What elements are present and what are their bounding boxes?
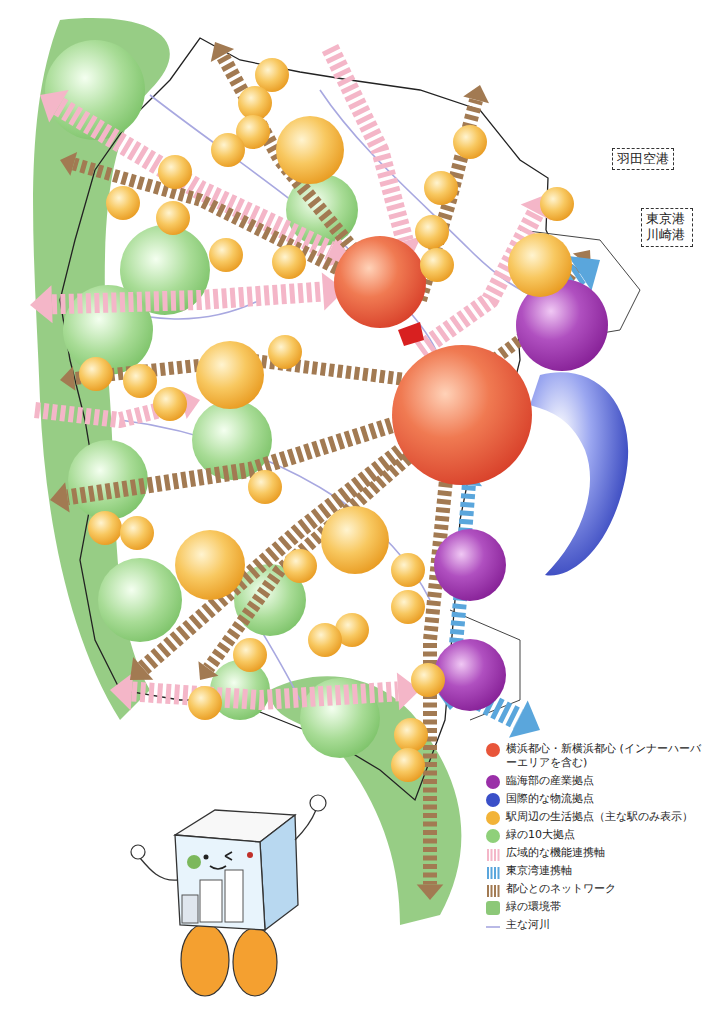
station-hub — [391, 553, 425, 587]
station-hub — [238, 86, 272, 120]
station-hub — [283, 549, 317, 583]
station-hub — [156, 201, 190, 235]
axis-arrowhead — [110, 673, 133, 711]
station-hub — [120, 516, 154, 550]
station-hub — [188, 686, 222, 720]
axis-arrowhead — [60, 366, 76, 391]
legend-text: 広域的な機能連携軸 — [506, 846, 704, 860]
axis-band — [52, 292, 323, 305]
legend-row: 主な河川 — [486, 918, 712, 933]
legend-swatch — [486, 829, 500, 843]
station-hub — [88, 511, 122, 545]
industrial-hub — [434, 639, 506, 711]
station-hub — [415, 215, 449, 249]
green-hub — [45, 40, 145, 140]
legend: 横浜都心・新横浜都心 (インナーハーバーエリアを含む) 臨海部の産業拠点国際的な物… — [486, 742, 712, 936]
station-hub — [394, 718, 428, 752]
station-hub — [540, 187, 574, 221]
city-centre-hub — [334, 236, 426, 328]
legend-text: 臨海部の産業拠点 — [506, 774, 704, 788]
axis-band — [222, 55, 370, 270]
legend-text: 緑の10大拠点 — [506, 828, 704, 842]
station-hub — [196, 341, 264, 409]
legend-symbol — [486, 883, 500, 897]
legend-text: 東京湾連携軸 — [506, 864, 704, 878]
station-hub — [424, 171, 458, 205]
legend-text: 駅周辺の生活拠点（主な駅のみ表示） — [506, 810, 704, 824]
station-hub — [272, 245, 306, 279]
axis-arrowhead — [50, 482, 70, 512]
station-hub — [209, 238, 243, 272]
axis-band — [143, 420, 440, 668]
station-hub — [175, 530, 245, 600]
legend-row: 国際的な物流拠点 — [486, 792, 712, 807]
station-hub — [248, 470, 282, 504]
place-name: 羽田空港 — [617, 151, 669, 167]
station-hub — [321, 506, 389, 574]
legend-text: 緑の環境帯 — [506, 900, 704, 914]
axis-band — [208, 430, 440, 668]
station-hub — [268, 335, 302, 369]
station-hub — [391, 590, 425, 624]
legend-row: 都心とのネットワーク — [486, 882, 712, 897]
legend-row: 広域的な機能連携軸 — [486, 846, 712, 861]
station-hub — [420, 248, 454, 282]
station-hub — [79, 357, 113, 391]
legend-symbol — [486, 847, 500, 861]
place-label-box: 羽田空港 — [612, 148, 674, 170]
legend-text: 国際的な物流拠点 — [506, 792, 704, 806]
station-hub — [211, 133, 245, 167]
legend-text: 主な河川 — [506, 918, 704, 932]
legend-symbol — [486, 919, 500, 933]
legend-row: 東京湾連携軸 — [486, 864, 712, 879]
legend-swatch — [486, 775, 500, 789]
station-hub — [123, 364, 157, 398]
station-hub — [453, 125, 487, 159]
legend-text: 都心とのネットワーク — [506, 882, 704, 896]
station-hub — [391, 748, 425, 782]
legend-row: 駅周辺の生活拠点（主な駅のみ表示） — [486, 810, 712, 825]
station-hub — [233, 638, 267, 672]
city-centre-hub — [392, 345, 532, 485]
legend-row: 緑の環境帯 — [486, 900, 712, 915]
green-hub — [98, 558, 182, 642]
legend-row: 緑の10大拠点 — [486, 828, 712, 843]
station-hub — [153, 387, 187, 421]
station-hub — [158, 155, 192, 189]
station-hub — [411, 663, 445, 697]
green-hub — [68, 440, 148, 520]
legend-swatch — [486, 901, 500, 915]
legend-swatch — [486, 743, 500, 757]
legend-row: 横浜都心・新横浜都心 (インナーハーバーエリアを含む) — [486, 742, 712, 771]
station-hub — [106, 186, 140, 220]
axis-arrowhead — [417, 885, 444, 900]
place-label-box: 東京港 川崎港 — [641, 208, 693, 247]
city-centre-link — [398, 322, 424, 346]
axis-arrowhead — [30, 285, 53, 323]
station-hub — [508, 233, 572, 297]
station-hub — [308, 623, 342, 657]
legend-row: 臨海部の産業拠点 — [486, 774, 712, 789]
axis-band — [132, 691, 398, 700]
legend-swatch — [486, 793, 500, 807]
legend-symbol — [486, 865, 500, 879]
station-hub — [276, 116, 344, 184]
legend-text: 横浜都心・新横浜都心 (インナーハーバーエリアを含む) — [506, 742, 704, 771]
industrial-hub — [434, 529, 506, 601]
place-name: 東京港 川崎港 — [646, 211, 688, 244]
legend-swatch — [486, 811, 500, 825]
